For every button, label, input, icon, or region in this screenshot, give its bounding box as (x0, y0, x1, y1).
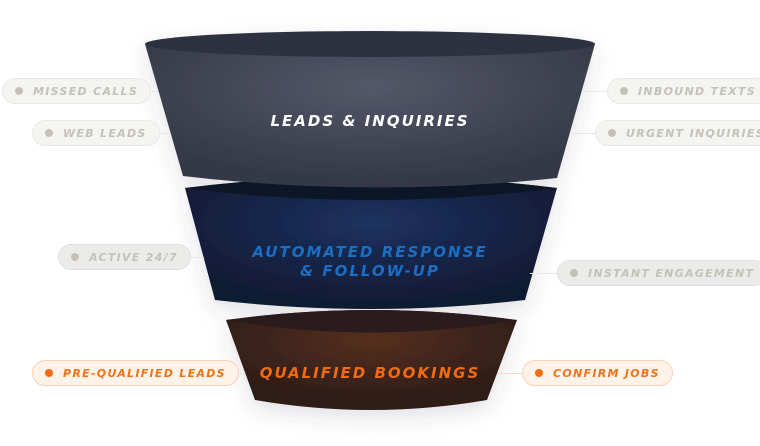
tag-missed-calls: MISSED CALLS (2, 78, 152, 104)
stage-bottom-shape (226, 310, 517, 410)
stage-leads-label: LEADS & INQUIRIES (180, 112, 560, 130)
bullet-icon (570, 269, 578, 277)
tag-text: CONFIRM JOBS (553, 366, 660, 380)
tag-text: MISSED CALLS (33, 84, 139, 98)
tag-urgent-inquiries: URGENT INQUIRIES (595, 120, 760, 146)
bullet-icon (608, 129, 616, 137)
tag-text: URGENT INQUIRIES (626, 126, 760, 140)
tag-web-leads: WEB LEADS (32, 120, 160, 146)
bullet-icon (620, 87, 628, 95)
tag-pre-qualified-leads: PRE-QUALIFIED LEADS (32, 360, 239, 386)
bullet-icon (45, 129, 53, 137)
stage-middle-shape (185, 176, 557, 309)
stage-leads-text: LEADS & INQUIRIES (270, 112, 470, 130)
stage-top-shape (145, 33, 595, 188)
tag-text: INBOUND TEXTS (638, 84, 756, 98)
stage-automated-line1: AUTOMATED RESPONSE (252, 243, 488, 261)
stage-qualified-text: QUALIFIED BOOKINGS (259, 364, 481, 382)
stage-automated-label: AUTOMATED RESPONSE & FOLLOW-UP (180, 243, 560, 281)
tag-instant-engagement: INSTANT ENGAGEMENT (557, 260, 760, 286)
tag-text: PRE-QUALIFIED LEADS (63, 366, 226, 380)
bullet-icon (71, 253, 79, 261)
bullet-icon (15, 87, 23, 95)
tag-text: ACTIVE 24/7 (89, 250, 178, 264)
bullet-icon (535, 369, 543, 377)
stage-automated-line2: & FOLLOW-UP (300, 262, 440, 280)
tag-inbound-texts: INBOUND TEXTS (607, 78, 760, 104)
bullet-icon (45, 369, 53, 377)
tag-confirm-jobs: CONFIRM JOBS (522, 360, 673, 386)
tag-text: WEB LEADS (63, 126, 147, 140)
tag-text: INSTANT ENGAGEMENT (588, 266, 755, 280)
tag-active-24-7: ACTIVE 24/7 (58, 244, 191, 270)
stage-qualified-label: QUALIFIED BOOKINGS (220, 364, 520, 382)
